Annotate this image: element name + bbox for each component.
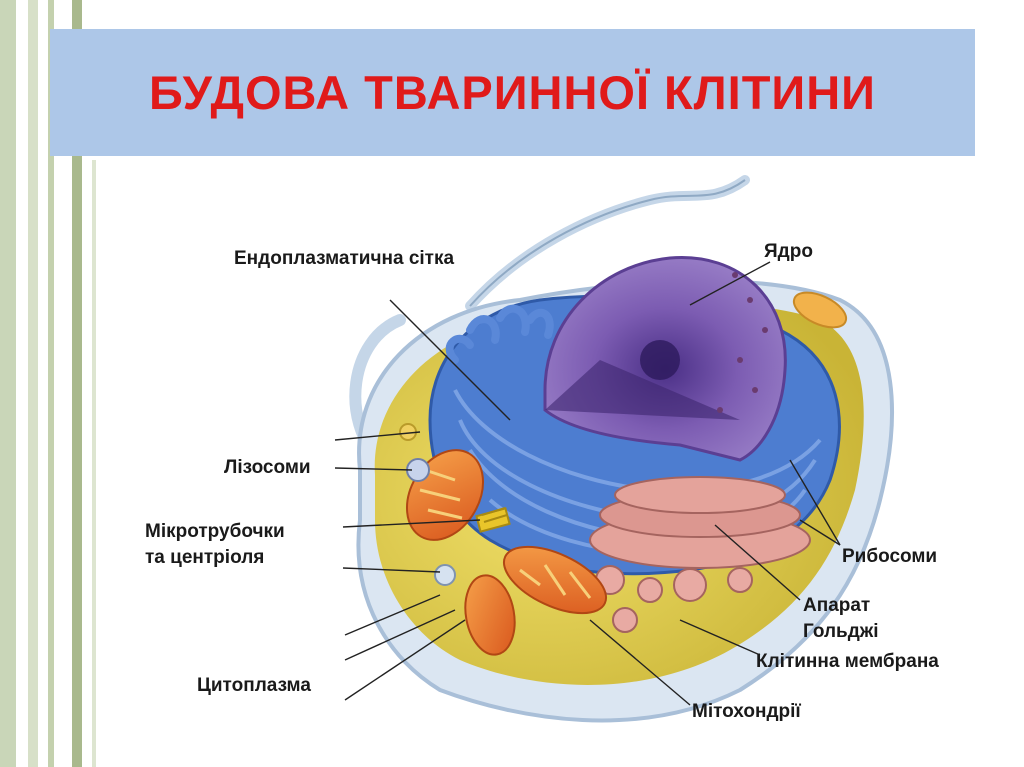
label-endoplasmic-reticulum: Ендоплазматична сітка	[234, 248, 455, 269]
label-golgi-line2: Гольджі	[803, 621, 879, 642]
label-cell-membrane: Клітинна мембрана	[756, 651, 939, 672]
golgi-shape	[589, 476, 811, 633]
label-cytoplasm: Цитоплазма	[197, 675, 311, 696]
page-title: БУДОВА ТВАРИННОЇ КЛІТИНИ	[149, 66, 876, 119]
title-banner	[50, 29, 975, 156]
label-golgi-line1: Апарат	[803, 595, 871, 616]
left-decorative-bars	[0, 0, 96, 767]
lysosome-shapes	[399, 423, 456, 586]
label-lysosomes: Лізосоми	[224, 457, 311, 478]
label-microtubules-line1: Мікротрубочки	[145, 521, 285, 542]
label-ribosomes: Рибосоми	[842, 546, 938, 567]
label-microtubules-line2: та центріоля	[145, 547, 265, 568]
label-mitochondria: Мітохондрії	[692, 701, 801, 722]
label-nucleus: Ядро	[764, 241, 813, 262]
centriole-shape	[475, 507, 511, 533]
